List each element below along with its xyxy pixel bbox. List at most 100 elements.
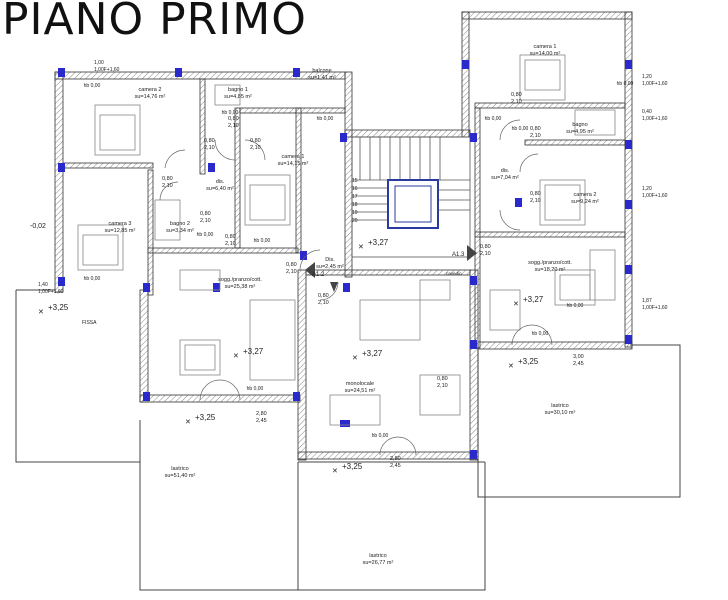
- window-width-label: 1,87: [642, 298, 652, 304]
- room-name: camera 3: [109, 221, 132, 227]
- door-height-label: 2,45: [390, 463, 401, 469]
- elevation-label: +3,27: [523, 295, 544, 304]
- door-height-label: 2,10: [437, 383, 448, 389]
- room-name: balcone: [312, 68, 331, 74]
- door-height-label: 2,45: [256, 418, 267, 424]
- elevation-label: +3,25: [48, 303, 69, 312]
- elevation-labels: ✕+3,25✕+3,27✕+3,27✕+3,27✕+3,27✕+3,25✕+3,…: [38, 238, 544, 475]
- door-height-label: 2,45: [573, 361, 584, 367]
- room-name: camera 2: [574, 192, 597, 198]
- room-area: su=30,10 m²: [545, 410, 576, 416]
- room-area: su=25,38 m²: [225, 284, 256, 290]
- door-height-label: 2,10: [286, 269, 297, 275]
- room-name: lastrico: [369, 553, 386, 559]
- room-name: monolocale: [346, 381, 374, 387]
- elevation-marker-icon: ✕: [233, 353, 239, 360]
- elevation-marker-icon: ✕: [352, 355, 358, 362]
- hb-label: hb 0,00: [617, 81, 634, 87]
- door-width-label: 2,80: [390, 456, 401, 462]
- door-width-label: 0,80: [530, 191, 541, 197]
- door-swings: [159, 119, 553, 456]
- door-width-label: 0,80: [250, 138, 261, 144]
- level-mark: -0,02: [30, 223, 46, 230]
- door-width-label: 0,80: [318, 293, 329, 299]
- elevation-label: +3,27: [368, 238, 389, 247]
- window-width-label: 1,20: [642, 74, 652, 80]
- door-width-label: 3,00: [573, 354, 584, 360]
- door-height-label: 2,10: [511, 99, 522, 105]
- room-name: dis.: [501, 168, 510, 174]
- room-area: su=6,40 m²: [206, 186, 234, 192]
- door-height-label: 2,10: [480, 251, 491, 257]
- hb-label: hb 0,00: [512, 126, 529, 132]
- window-width-label: 1,40: [38, 282, 48, 288]
- room-name: dis.: [216, 179, 225, 185]
- hb-label: hb 0,00: [197, 232, 214, 238]
- room-name: lastrico: [171, 466, 188, 472]
- door-width-label: 0,80: [162, 176, 173, 182]
- door-dimension-labels: 0,802,100,802,100,802,100,802,100,802,10…: [162, 92, 584, 469]
- room-area: su=2,45 m²: [316, 264, 344, 270]
- room-area: su=14,15 m²: [278, 161, 309, 167]
- room-area: su=14,76 m²: [135, 94, 166, 100]
- elevation-marker-icon: ✕: [508, 363, 514, 370]
- hb-label: hb 0,00: [84, 83, 101, 89]
- room-name: camera 1: [282, 154, 305, 160]
- window-height-label: 1,00F+1,60: [642, 116, 668, 122]
- hb-label: hb 0,00: [317, 116, 334, 122]
- elevation-marker-icon: ✕: [185, 419, 191, 426]
- marker-a12: A1.2: [312, 272, 325, 278]
- elevation-marker-icon: ✕: [332, 468, 338, 475]
- door-width-label: 0,80: [530, 126, 541, 132]
- room-name: sogg./pranzo/cott.: [528, 260, 572, 266]
- marker-a13: A1.3: [452, 252, 465, 258]
- door-width-label: 0,80: [437, 376, 448, 382]
- stair-step-number: 20: [352, 218, 358, 224]
- door-width-label: 0,80: [286, 262, 297, 268]
- elevation-marker-icon: ✕: [358, 244, 364, 251]
- room-area: su=51,40 m²: [165, 473, 196, 479]
- stair-step-number: 15: [352, 178, 358, 184]
- room-area: su=24,51 m²: [345, 388, 376, 394]
- room-name: bagno: [572, 122, 587, 128]
- room-name: Dis.: [325, 257, 335, 263]
- furniture: [77, 54, 616, 426]
- room-area: su=3,34 m²: [166, 228, 194, 234]
- room-area: su=14,00 m²: [530, 51, 561, 57]
- stairwell: [351, 136, 471, 258]
- window-width-label: 1,20: [642, 186, 652, 192]
- room-area: su=12,85 m²: [105, 228, 136, 234]
- door-height-label: 2,10: [162, 183, 173, 189]
- room-name: camera 1: [534, 44, 557, 50]
- door-height-label: 2,10: [200, 218, 211, 224]
- elevation-label: +3,25: [518, 357, 539, 366]
- cavedio-label: cavedio: [446, 271, 462, 276]
- door-height-label: 2,10: [530, 198, 541, 204]
- room-area: su=1,41 m²: [308, 75, 336, 81]
- room-name: bagno 2: [170, 221, 190, 227]
- room-name: lastrico: [551, 403, 568, 409]
- door-width-label: 0,80: [225, 234, 236, 240]
- elevation-label: +3,25: [342, 462, 363, 471]
- elevation-label: +3,27: [243, 347, 264, 356]
- room-area: su=4,85 m²: [224, 94, 252, 100]
- section-arrows: [305, 245, 477, 292]
- door-height-label: 2,10: [318, 300, 329, 306]
- elevation-label: +3,27: [362, 349, 383, 358]
- room-area: su=7,04 m²: [491, 175, 519, 181]
- hb-label: hb 0,00: [485, 116, 502, 122]
- stair-step-number: 16: [352, 186, 358, 192]
- door-height-label: 2,10: [204, 145, 215, 151]
- window-height-label: 1,00F+1,60: [94, 67, 120, 73]
- hb-label: hb 0,00: [372, 433, 389, 439]
- door-width-label: 0,80: [228, 116, 239, 122]
- window-height-label: 1,00F+1,60: [642, 81, 668, 87]
- fissa-label: FISSA: [82, 320, 97, 326]
- door-height-label: 2,10: [228, 123, 239, 129]
- window-height-label: 1,00F+1,60: [642, 193, 668, 199]
- door-width-label: 0,80: [204, 138, 215, 144]
- door-height-label: 2,10: [250, 145, 261, 151]
- room-name: sogg./pranzo/cott.: [218, 277, 262, 283]
